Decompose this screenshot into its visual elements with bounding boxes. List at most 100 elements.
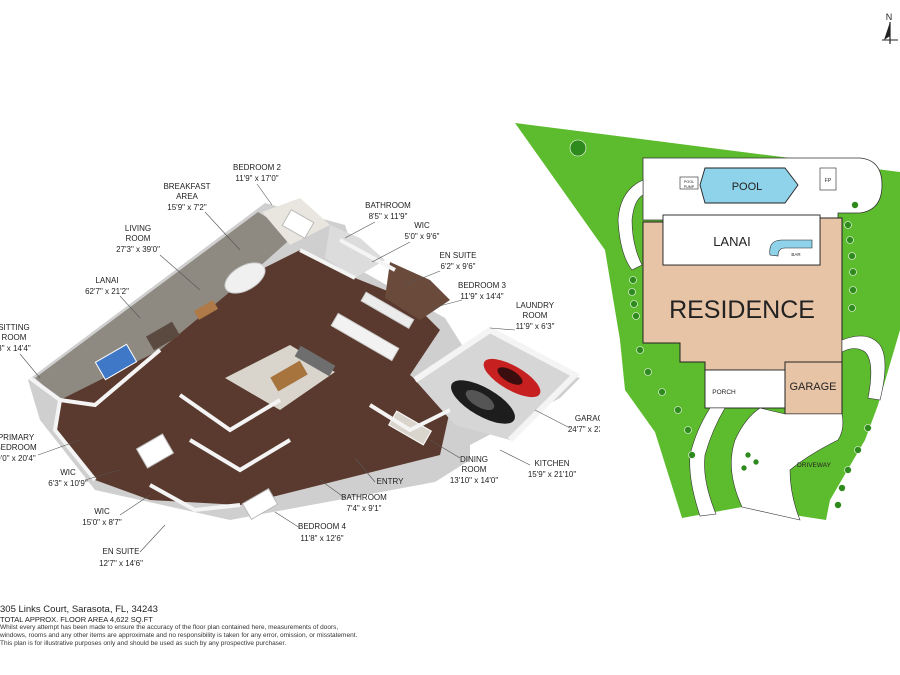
breakfast-table — [224, 262, 266, 294]
svg-text:11'9" x 6'3": 11'9" x 6'3" — [516, 322, 555, 331]
bar-counter — [769, 239, 813, 257]
svg-text:LIVING: LIVING — [125, 224, 151, 233]
svg-text:EN SUITE: EN SUITE — [440, 251, 477, 260]
svg-text:8'5" x 11'9": 8'5" x 11'9" — [369, 212, 408, 221]
svg-text:LAUNDRY: LAUNDRY — [516, 301, 555, 310]
fireplace-label: FP — [825, 178, 832, 184]
room-label-wic-1: WIC 5'0" x 9'6" — [405, 221, 440, 241]
svg-text:6'2" x 9'6": 6'2" x 9'6" — [441, 262, 476, 271]
leader-line — [84, 469, 121, 481]
total-floor-area: TOTAL APPROX. FLOOR AREA 4,622 SQ.FT — [0, 615, 153, 624]
leader-line — [499, 449, 531, 466]
svg-text:PUMP: PUMP — [684, 185, 695, 189]
svg-text:BATHROOM: BATHROOM — [365, 201, 411, 210]
svg-text:62'7" x 21'2": 62'7" x 21'2" — [85, 287, 129, 296]
driveway — [731, 407, 844, 521]
lanai-floor — [35, 212, 295, 405]
leader-line — [354, 457, 376, 483]
leader-line — [139, 524, 166, 553]
leader-line — [256, 183, 273, 206]
leader-line — [489, 327, 516, 331]
svg-text:BEDROOM 4: BEDROOM 4 — [298, 522, 347, 531]
room-label-bathroom: BATHROOM 8'5" x 11'9" — [365, 201, 411, 221]
svg-text:6'3" x 10'9": 6'3" x 10'9" — [48, 479, 88, 488]
leader-line — [431, 299, 463, 309]
leader-line — [204, 211, 241, 251]
bath-floor — [325, 225, 385, 278]
porch-label: PORCH — [712, 389, 736, 396]
pool-pump — [679, 176, 699, 190]
leader-line — [159, 254, 201, 291]
room-label-breakfast-area: BREAKFAST AREA 15'9" x 7'2" — [163, 182, 210, 212]
sofa — [294, 345, 336, 377]
svg-text:24'7" x 23'10": 24'7" x 23'10" — [568, 425, 600, 434]
footer: 305 Links Court, Sarasota, FL, 34243 TOT… — [0, 604, 560, 648]
svg-text:LANAI: LANAI — [95, 276, 118, 285]
side-path-left — [617, 179, 644, 271]
svg-text:BREAKFAST: BREAKFAST — [163, 182, 210, 191]
driveway-label: DRIVEWAY — [797, 462, 832, 469]
svg-text:BATHROOM: BATHROOM — [341, 493, 387, 502]
leader-line — [274, 511, 301, 529]
svg-text:ROOM: ROOM — [523, 311, 548, 320]
svg-text:PRIMARY: PRIMARY — [0, 433, 35, 442]
room-label-wic-3: WIC 15'0" x 8'7" — [82, 507, 122, 527]
svg-text:3" x 14'4": 3" x 14'4" — [0, 344, 31, 353]
right-walk — [841, 335, 886, 401]
residence-label: RESIDENCE — [669, 296, 815, 324]
disclaimer-line-2: windows, rooms and any other items are a… — [0, 632, 358, 639]
room-label-primary-bedroom: PRIMARY BEDROOM 9'0" x 20'4" — [0, 433, 37, 463]
svg-text:15'9" x 7'2": 15'9" x 7'2" — [167, 203, 207, 212]
room-label-garage: GARAGE 24'7" x 23'10" — [568, 414, 600, 434]
svg-text:11'8" x 12'6": 11'8" x 12'6" — [300, 534, 343, 543]
svg-text:15'9" x 21'10": 15'9" x 21'10" — [528, 470, 576, 479]
svg-text:ROOM: ROOM — [462, 465, 487, 474]
room-label-lanai: LANAI 62'7" x 21'2" — [85, 276, 129, 296]
leader-line — [319, 479, 346, 499]
disclaimer-line-1: Whilst every attempt has been made to en… — [0, 624, 339, 631]
room-label-bathroom-2: BATHROOM 7'4" x 9'1" — [341, 493, 387, 513]
room-label-en-suite-1: EN SUITE 6'2" x 9'6" — [440, 251, 477, 271]
svg-text:5'0" x 9'6": 5'0" x 9'6" — [405, 232, 440, 241]
pool-label: POOL — [732, 181, 763, 193]
bed-primary — [135, 433, 175, 469]
shrubs — [569, 139, 872, 509]
svg-text:9'0" x 20'4": 9'0" x 20'4" — [0, 454, 36, 463]
lanai-lounger — [146, 321, 180, 351]
car-red-icon — [483, 358, 541, 398]
svg-text:BEDROOM 3: BEDROOM 3 — [458, 281, 507, 290]
leader-line — [37, 439, 81, 456]
svg-text:EN SUITE: EN SUITE — [103, 547, 140, 556]
disclaimer-line-3: This plan is for illustrative purposes o… — [0, 640, 287, 647]
pool-pump-label: POOL — [684, 180, 694, 184]
svg-text:WIC: WIC — [60, 468, 76, 477]
bed-bedroom4 — [241, 488, 279, 520]
lanai-label: LANAI — [713, 234, 751, 249]
svg-text:WIC: WIC — [94, 507, 110, 516]
leader-line — [371, 241, 411, 263]
pool-shape — [699, 167, 799, 204]
floor-plan-3d: BEDROOM 2 11'9" x 17'0" BREAKFAST AREA 1… — [0, 163, 600, 568]
svg-text:KITCHEN: KITCHEN — [534, 459, 569, 468]
room-label-en-suite-2: EN SUITE 12'7" x 14'6" — [99, 547, 143, 568]
svg-text:7'4" x 9'1": 7'4" x 9'1" — [347, 504, 382, 513]
room-label-wic-2: WIC 6'3" x 10'9" — [48, 468, 88, 488]
bed-bedroom2 — [281, 209, 315, 239]
car-black-icon — [451, 380, 515, 424]
room-label-bedroom-4: BEDROOM 4 11'8" x 12'6" — [298, 522, 347, 543]
front-walk — [689, 407, 726, 517]
room-label-laundry-room: LAUNDRY ROOM 11'9" x 6'3" — [516, 301, 555, 331]
room-label-sitting-room: SITTING ROOM 3" x 14'4" — [0, 323, 31, 353]
leader-line — [19, 353, 41, 379]
kitchen-island — [330, 312, 400, 362]
leader-line — [119, 494, 151, 516]
svg-text:N: N — [886, 12, 893, 22]
room-label-living-room: LIVING ROOM 27'3" x 39'0" — [116, 224, 160, 254]
leader-line — [534, 409, 571, 429]
bedroom3-floor — [385, 262, 450, 320]
garage-wall — [413, 326, 580, 443]
property-address: 305 Links Court, Sarasota, FL, 34243 — [0, 604, 158, 615]
svg-text:11'9" x 14'4": 11'9" x 14'4" — [460, 292, 503, 301]
room-label-kitchen: KITCHEN 15'9" x 21'10" — [528, 459, 576, 479]
svg-text:ENTRY: ENTRY — [377, 477, 405, 486]
